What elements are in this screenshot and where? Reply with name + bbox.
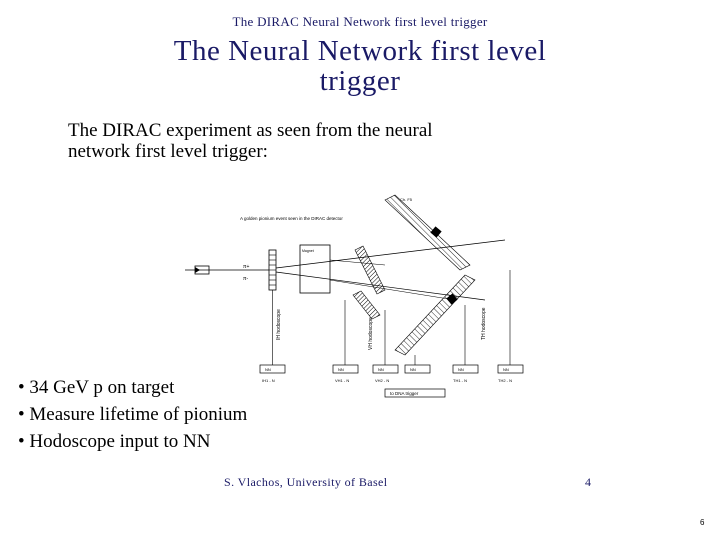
detector-diagram: A golden pionium event seen in the DIRAC… — [185, 194, 524, 398]
hodo-label-3: VH2 - N — [375, 378, 389, 383]
subtitle-line-1: The DIRAC experiment as seen from the ne… — [68, 120, 433, 141]
track-upper — [275, 239, 506, 269]
nn-box-1 — [259, 364, 286, 374]
nn-box-3-label: NN — [378, 367, 384, 372]
slide-footer-number: 4 — [585, 475, 591, 489]
beam-arrow-icon — [195, 267, 200, 273]
nn-box-6 — [497, 364, 524, 374]
slide-title-line-1: The Neural Network first level — [173, 35, 547, 67]
bullet-list: • 34 GeV p on target • Measure lifetime … — [18, 374, 318, 455]
vh-hodoscope-upper — [354, 245, 386, 295]
slide-title: The Neural Network first level trigger — [0, 36, 720, 96]
nn-box-5-label: NN — [458, 367, 464, 372]
side-label-right: TH hodoscope — [481, 307, 487, 340]
hit-marker-upper — [430, 226, 442, 238]
magnet-box — [299, 244, 331, 294]
diagram-caption: A golden pionium event seen in the DIRAC… — [240, 216, 343, 221]
nn-box-1-label: NN — [265, 367, 271, 372]
nn-box-6-label: NN — [503, 367, 509, 372]
nn-box-3 — [372, 364, 399, 374]
side-label-mid: VH hodoscope — [368, 317, 374, 350]
th-detector-lower — [394, 274, 476, 356]
bullet-item-3: • Hodoscope input to NN — [18, 431, 211, 452]
nn-box-2-label: NN — [338, 367, 344, 372]
nn-box-4 — [404, 364, 431, 374]
pion-plus-label: π+ — [243, 264, 249, 270]
slide-title-line-2: trigger — [319, 65, 401, 97]
dna-trigger-label: to DNA trigger — [390, 391, 419, 396]
magnet-label: Magnet — [302, 249, 314, 253]
vh-hodoscope-lower — [352, 290, 381, 320]
diagram-top-right-label: Ch. F5 — [400, 197, 413, 202]
hit-marker-lower — [446, 293, 458, 305]
nn-box-2 — [332, 364, 359, 374]
nn-box-4-label: NN — [410, 367, 416, 372]
hodo-label-5: TH2 - N — [498, 378, 512, 383]
hodo-label-2: VH1 - N — [335, 378, 349, 383]
dna-trigger-box — [384, 388, 446, 398]
electronics-row: NN NN NN NN NN NN — [259, 364, 524, 374]
page-number: 6 — [700, 518, 705, 527]
nn-box-5 — [452, 364, 479, 374]
pion-minus-label: π- — [243, 276, 248, 282]
bullet-item-1: • 34 GeV p on target — [18, 377, 175, 398]
subtitle-line-2: network first level trigger: — [68, 141, 268, 162]
slide-footer-author: S. Vlachos, University of Basel — [224, 475, 388, 489]
bullet-item-2: • Measure lifetime of pionium — [18, 404, 248, 425]
slide-subtitle: The DIRAC experiment as seen from the ne… — [68, 120, 668, 162]
hodo-label-4: TH1 - N — [453, 378, 467, 383]
side-label-left: IH hodoscope — [276, 309, 282, 340]
slide-header: The DIRAC Neural Network first level tri… — [232, 14, 488, 29]
th-detector-upper — [384, 194, 471, 271]
hodo-label-1: IH1 - N — [262, 378, 275, 383]
